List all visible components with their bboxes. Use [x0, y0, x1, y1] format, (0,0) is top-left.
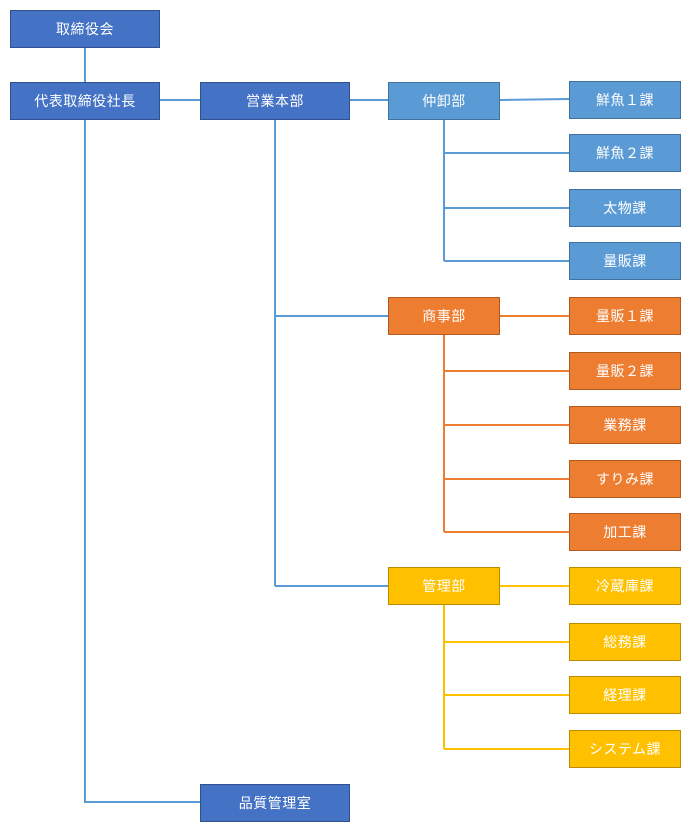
connector-nakaoroshi-s1 [499, 98, 570, 101]
node-section: 量販課 [569, 242, 681, 280]
connector-president-quality [84, 120, 200, 803]
node-section: 経理課 [569, 676, 681, 714]
node-sales-hq: 営業本部 [200, 82, 350, 120]
node-section: 量販２課 [569, 352, 681, 390]
node-dept-kanri: 管理部 [388, 567, 500, 605]
node-president: 代表取締役社長 [10, 82, 160, 120]
node-section: すりみ課 [569, 460, 681, 498]
node-quality-control: 品質管理室 [200, 784, 350, 822]
node-section: システム課 [569, 730, 681, 768]
node-section: 鮮魚１課 [569, 81, 681, 119]
node-board: 取締役会 [10, 10, 160, 48]
node-dept-shoji: 商事部 [388, 297, 500, 335]
node-section: 総務課 [569, 623, 681, 661]
node-section: 加工課 [569, 513, 681, 551]
node-section: 業務課 [569, 406, 681, 444]
node-dept-nakaoroshi: 仲卸部 [388, 82, 500, 120]
node-section: 量販１課 [569, 297, 681, 335]
node-section: 太物課 [569, 189, 681, 227]
node-section: 冷蔵庫課 [569, 567, 681, 605]
node-section: 鮮魚２課 [569, 134, 681, 172]
